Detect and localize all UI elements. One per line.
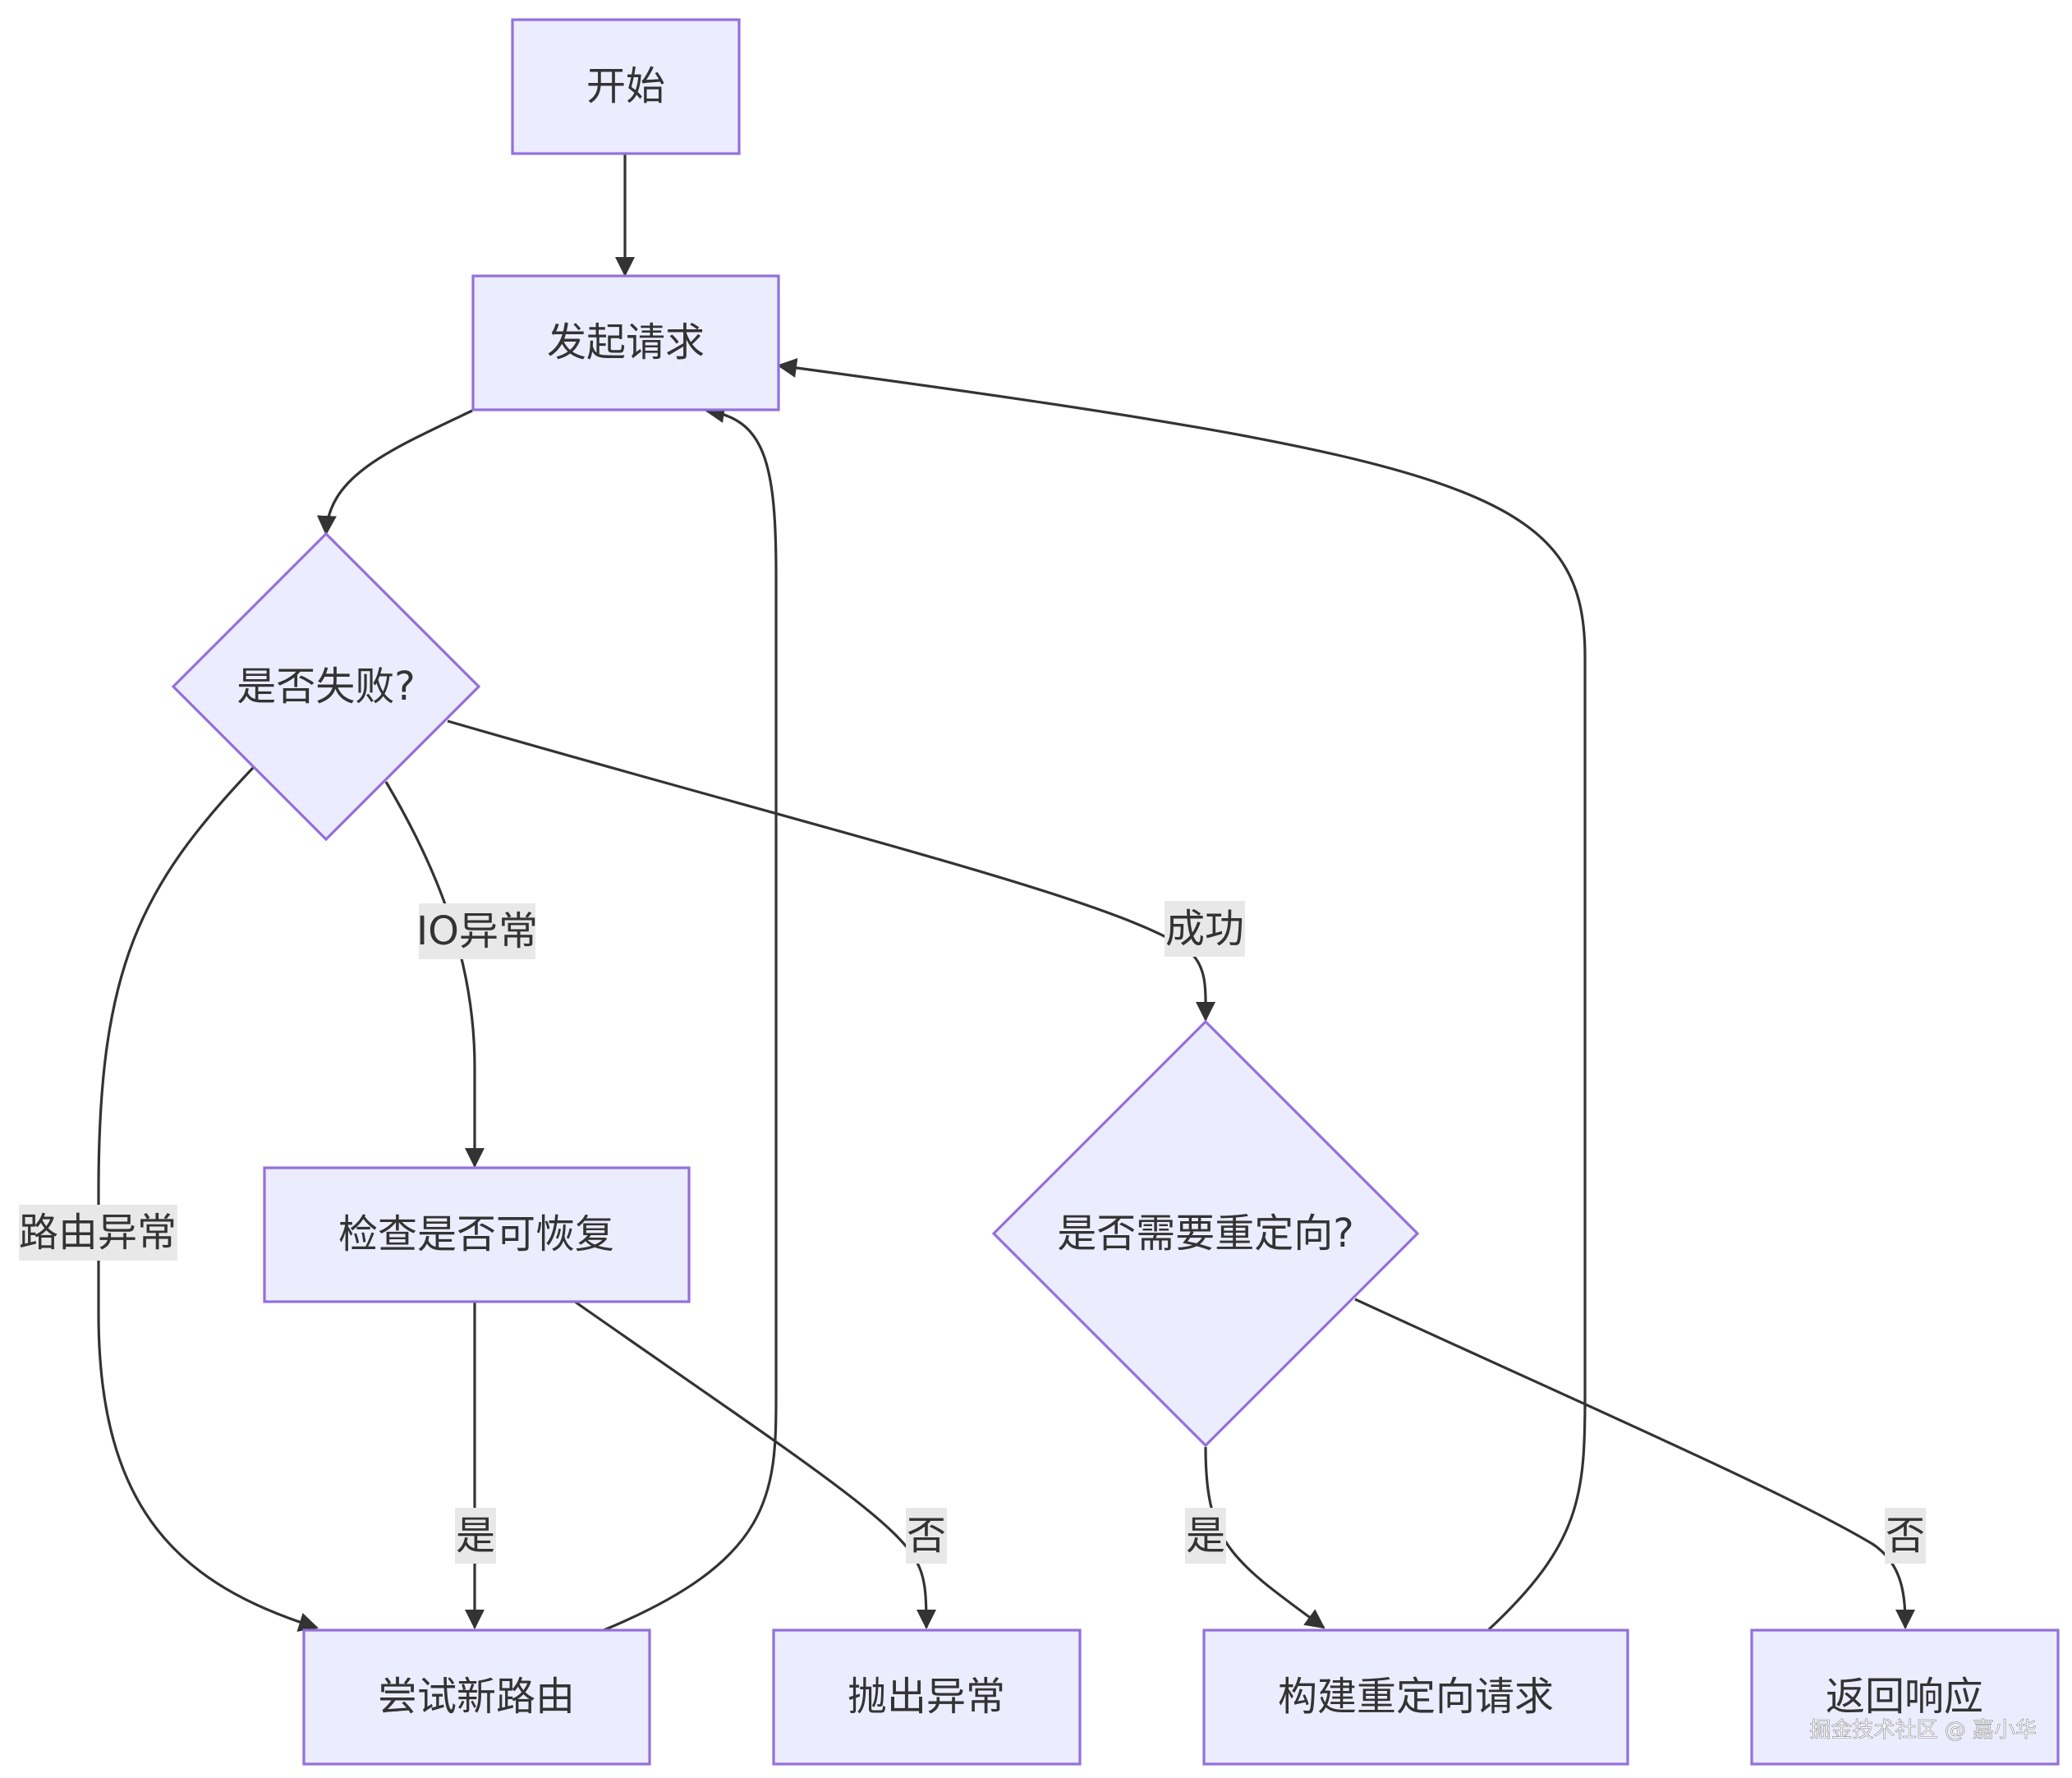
node-need-redirect-decision: 是否需要重定向?: [991, 1019, 1420, 1448]
svg-text:是否需要重定向?: 是否需要重定向?: [1057, 1211, 1353, 1257]
node-try-new-route: 尝试新路由: [302, 1629, 651, 1766]
edge-label-redirect-no: 否: [1885, 1508, 1926, 1564]
edge-label-recoverable-yes: 是: [455, 1508, 496, 1564]
node-start: 开始: [511, 18, 741, 155]
svg-text:成功: 成功: [1165, 906, 1244, 952]
edge-label-io-exception: IO异常: [416, 903, 538, 959]
node-is-failed-decision: 是否失败?: [171, 531, 481, 842]
edge-is-failed-to-check-recoverable: [384, 781, 485, 1168]
svg-text:返回响应: 返回响应: [1826, 1674, 1983, 1720]
edge-label-redirect-yes: 是: [1185, 1508, 1226, 1564]
svg-text:开始: 开始: [586, 63, 665, 109]
edge-label-recoverable-no: 否: [906, 1508, 947, 1564]
svg-text:构建重定向请求: 构建重定向请求: [1278, 1674, 1554, 1720]
svg-text:是: 是: [456, 1513, 495, 1559]
node-send-request: 发起请求: [471, 274, 780, 411]
edge-send-request-to-is-failed: [316, 409, 473, 535]
node-check-recoverable: 检查是否可恢复: [263, 1166, 691, 1303]
edge-is-failed-to-try-new-route: [97, 766, 319, 1632]
node-return-response: 返回响应: [1750, 1629, 2060, 1766]
edge-is-failed-to-need-redirect: [447, 719, 1216, 1022]
svg-text:尝试新路由: 尝试新路由: [378, 1674, 575, 1720]
edge-label-success: 成功: [1165, 901, 1245, 957]
svg-text:是: 是: [1186, 1513, 1225, 1559]
svg-text:否: 否: [907, 1513, 946, 1559]
edge-check-recoverable-to-throw-exception: [574, 1300, 936, 1629]
node-throw-exception: 抛出异常: [772, 1629, 1082, 1766]
svg-text:检查是否可恢复: 检查是否可恢复: [338, 1211, 614, 1257]
edge-try-new-route-to-send-request: [603, 403, 778, 1632]
svg-text:是否失败?: 是否失败?: [237, 664, 415, 710]
watermark-text: 掘金技术社区 @ 嘉小华: [1809, 1718, 2037, 1743]
svg-text:抛出异常: 抛出异常: [848, 1674, 1005, 1720]
edge-need-redirect-to-build-redirect: [1204, 1446, 1325, 1629]
svg-text:路由异常: 路由异常: [19, 1210, 177, 1256]
edge-need-redirect-to-return-response: [1354, 1298, 1915, 1629]
edge-build-redirect-to-send-request: [777, 358, 1587, 1632]
svg-text:发起请求: 发起请求: [547, 319, 705, 365]
node-build-redirect: 构建重定向请求: [1202, 1629, 1629, 1766]
svg-text:否: 否: [1886, 1513, 1925, 1559]
edge-label-route-exception: 路由异常: [19, 1205, 177, 1261]
svg-text:IO异常: IO异常: [416, 908, 538, 954]
